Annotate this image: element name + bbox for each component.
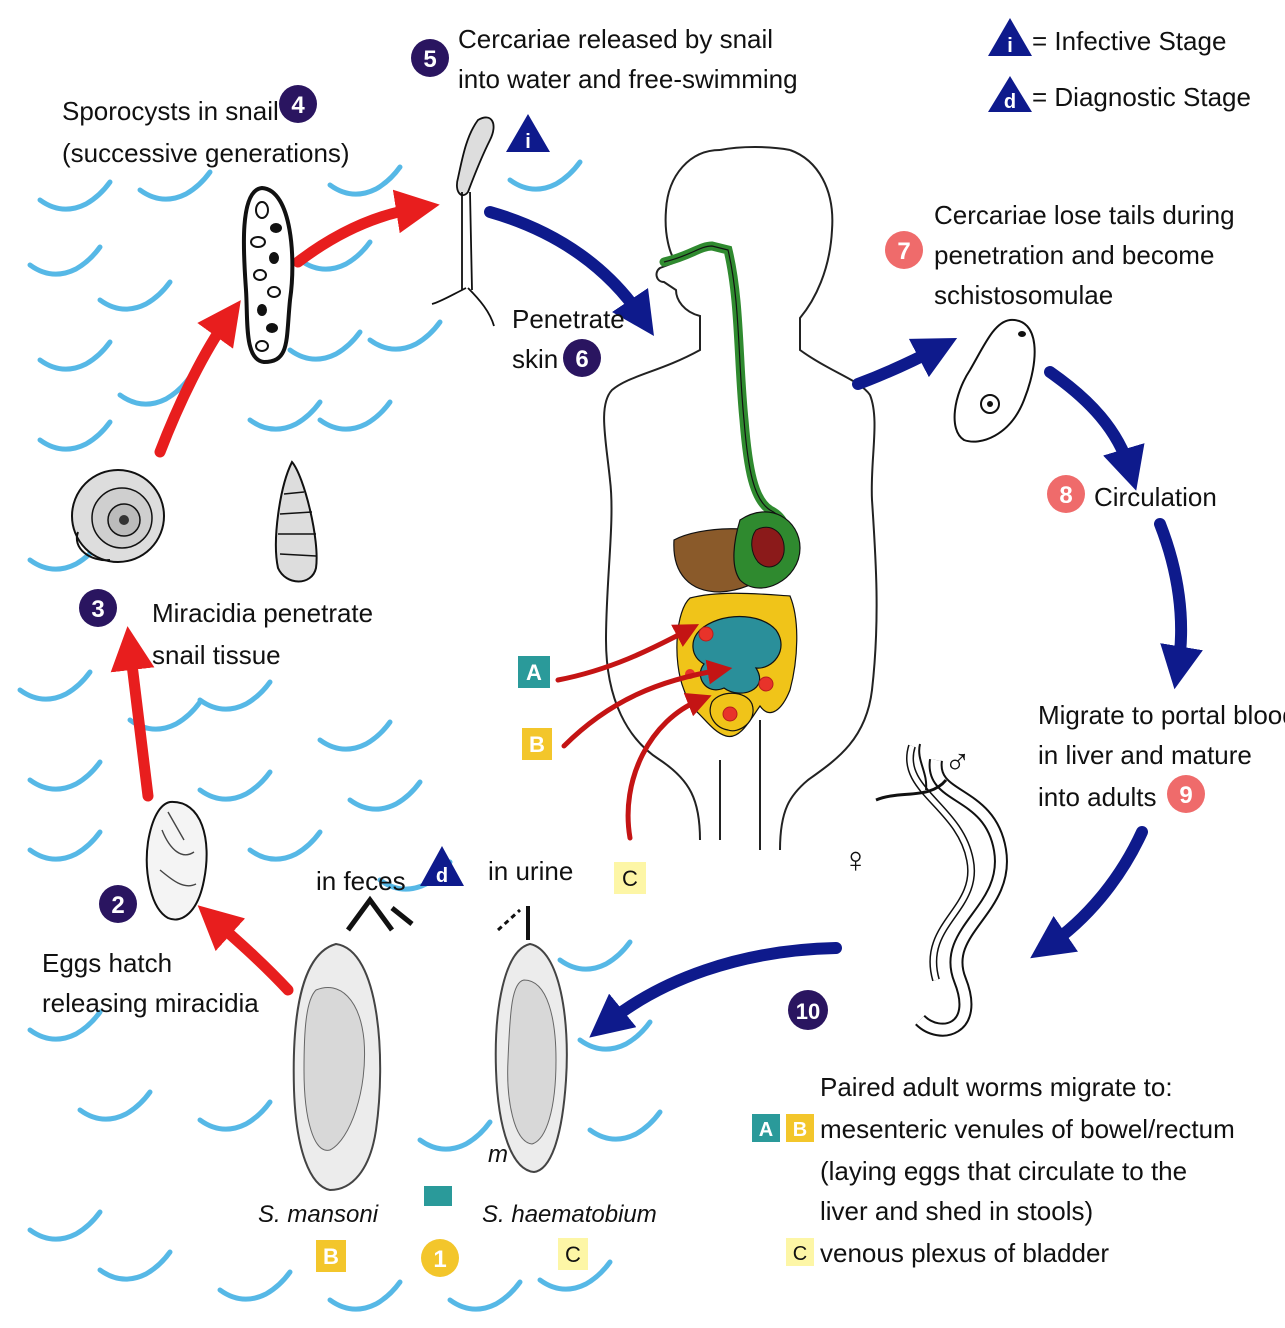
label-steps-9-lineD: venous plexus of bladder — [820, 1238, 1109, 1268]
step-4: Sporocysts in snail (successive generati… — [62, 85, 350, 168]
label-eggs-diagnostic_symbol: d — [436, 865, 448, 887]
label-steps-3-line1: Sporocysts in snail — [62, 96, 279, 126]
label-legend-infective_symbol: i — [1007, 35, 1013, 57]
label-steps-2-line2: snail tissue — [152, 640, 281, 670]
label-steps-1-line2: releasing miracidia — [42, 988, 259, 1018]
label-steps-6-line2: penetration and become — [934, 240, 1214, 270]
eggs-illustration — [294, 900, 567, 1206]
step-3: 3 Miracidia penetrate snail tissue — [79, 589, 373, 670]
label-legend-infective_symbol: i — [525, 131, 531, 153]
step-7: 7 Cercariae lose tails during penetratio… — [885, 200, 1235, 310]
human-body-outline — [604, 147, 877, 850]
step-6: Penetrate skin 6 — [512, 304, 625, 377]
label-steps-6-line3: schistosomulae — [934, 280, 1113, 310]
label-steps-8-line2: in liver and mature — [1038, 740, 1252, 770]
label-steps-6-num: 7 — [897, 238, 910, 265]
female-symbol: ♀ — [842, 839, 869, 880]
label-badges-C: C — [565, 1242, 581, 1267]
label-eggs-partial_label: m — [488, 1141, 508, 1168]
male-symbol: ♂ — [944, 741, 971, 782]
label-steps-8-num: 9 — [1179, 782, 1192, 809]
label-steps-9-num: 10 — [796, 999, 820, 1024]
label-steps-6-line1: Cercariae lose tails during — [934, 200, 1235, 230]
label-eggs-urine_label: in urine — [488, 856, 573, 886]
label-steps-9-lineB: (laying eggs that circulate to the — [820, 1156, 1187, 1186]
diagnostic-stage-icon: d — [988, 76, 1032, 113]
label-steps-2-num: 3 — [91, 596, 104, 623]
label-steps-5-line1: Penetrate — [512, 304, 625, 334]
step-9: Migrate to portal blood in liver and mat… — [1038, 700, 1285, 813]
label-steps-4-line1: Cercariae released by snail — [458, 24, 773, 54]
digestive-organs — [664, 246, 800, 737]
legend: i = Infective Stage d = Diagnostic Stage — [988, 18, 1251, 113]
legend-diagnostic-label: = Diagnostic Stage — [1032, 82, 1251, 112]
legend-infective-label: = Infective Stage — [1032, 26, 1226, 56]
step-1: 1 — [421, 1239, 459, 1277]
label-steps-9-line1: Paired adult worms migrate to: — [820, 1072, 1173, 1102]
label-steps-7-line1: Circulation — [1094, 482, 1217, 512]
label-steps-3-line2: (successive generations) — [62, 138, 350, 168]
label-badges-B: B — [793, 1119, 807, 1141]
label-steps-9-lineA: mesenteric venules of bowel/rectum — [820, 1114, 1235, 1144]
cercaria-illustration — [432, 117, 494, 326]
label-eggs-haematobium: S. haematobium — [482, 1201, 657, 1228]
label-steps-1-line1: Eggs hatch — [42, 948, 172, 978]
miracidium-illustration — [147, 802, 207, 920]
label-steps-8-line1: Migrate to portal blood — [1038, 700, 1285, 730]
label-steps-4-num: 5 — [423, 46, 436, 73]
label-steps-5-num: 6 — [575, 346, 588, 373]
label-steps-8-line3: into adults — [1038, 782, 1157, 812]
label-steps-1-num: 2 — [111, 892, 124, 919]
label-legend-diagnostic_symbol: d — [1004, 91, 1016, 113]
label-steps-3-num: 4 — [291, 92, 305, 119]
label-steps-9-lineC: liver and shed in stools) — [820, 1196, 1093, 1226]
snail-illustrations — [72, 462, 317, 582]
infective-stage-icon: i — [988, 18, 1032, 57]
step-2: 2 Eggs hatch releasing miracidia — [42, 885, 259, 1018]
label-eggs-feces_label: in feces — [316, 866, 406, 896]
label-badges-B: B — [323, 1244, 339, 1269]
step-5: 5 Cercariae released by snail into water… — [411, 24, 798, 94]
label-badges-A: A — [759, 1119, 773, 1141]
sporocyst-illustration — [244, 188, 293, 362]
label-badges-A: A — [526, 660, 542, 685]
label-badges-B: B — [529, 732, 545, 757]
infective-marker-icon: i — [506, 114, 550, 153]
label-badges-C: C — [622, 866, 638, 891]
step-10: 10 Paired adult worms migrate to: A B me… — [752, 990, 1235, 1268]
diagnostic-marker-icon: d — [420, 846, 464, 887]
label-badges-C: C — [793, 1243, 807, 1265]
label-eggs-mansoni: S. mansoni — [258, 1201, 379, 1228]
adult-worms-illustration — [876, 744, 1001, 1030]
label-steps-0-num: 1 — [433, 1246, 446, 1273]
label-steps-2-line1: Miracidia penetrate — [152, 598, 373, 628]
label-steps-5-line2: skin — [512, 344, 558, 374]
step-8: 8 Circulation — [1047, 475, 1217, 513]
label-steps-4-line2: into water and free-swimming — [458, 64, 798, 94]
schistosomulum-illustration — [955, 320, 1035, 442]
partial-badge-a — [424, 1186, 452, 1206]
label-steps-7-num: 8 — [1059, 482, 1072, 509]
